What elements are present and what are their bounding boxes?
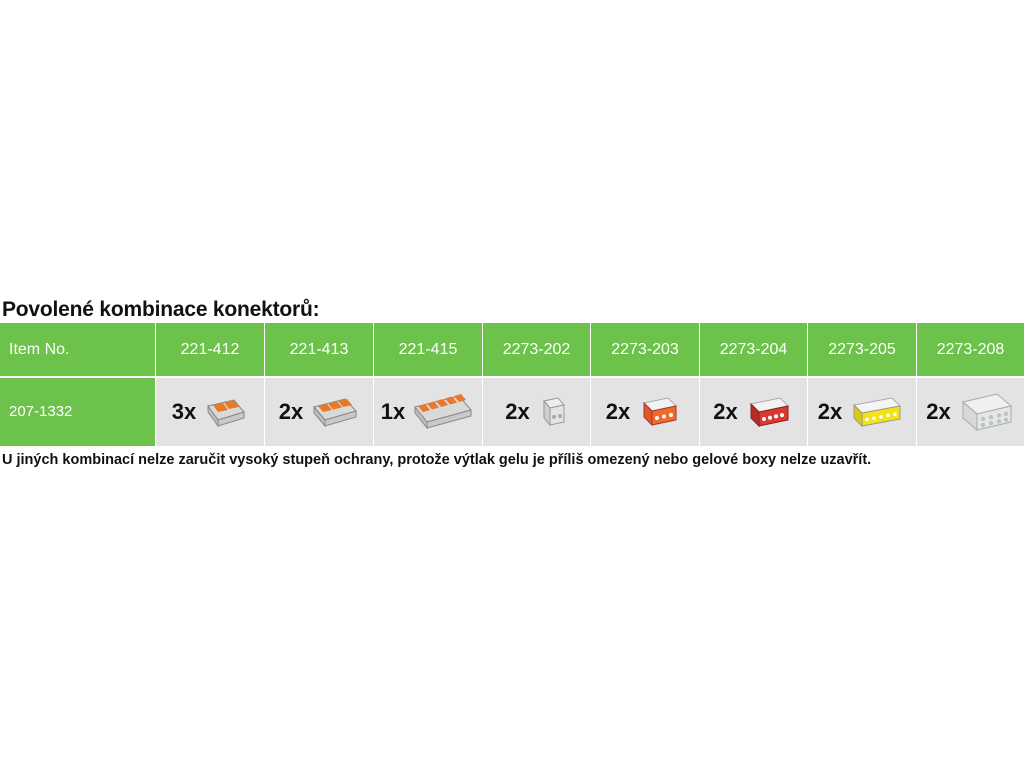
cell-221-415: 1x xyxy=(374,378,483,446)
compatibility-note: U jiných kombinací nelze zaručit vysoký … xyxy=(2,452,872,468)
table-row: 207-1332 3x 2x xyxy=(0,378,1024,446)
wago-2273-203-connector-icon xyxy=(643,397,678,427)
header-col-221-412: 221-412 xyxy=(156,323,265,376)
header-col-2273-208: 2273-208 xyxy=(917,323,1024,376)
header-col-2273-203: 2273-203 xyxy=(591,323,700,376)
header-col-221-415: 221-415 xyxy=(374,323,483,376)
cell-221-412: 3x xyxy=(156,378,265,446)
header-col-2273-205: 2273-205 xyxy=(808,323,917,376)
cell-2273-202: 2x xyxy=(483,378,591,446)
wago-2273-208-connector-icon xyxy=(961,393,1012,432)
header-col-2273-202: 2273-202 xyxy=(483,323,591,376)
wago-221-415-connector-icon xyxy=(414,394,473,430)
quantity-label: 2x xyxy=(713,399,738,424)
header-col-221-413: 221-413 xyxy=(265,323,374,376)
page-title: Povolené kombinace konektorů: xyxy=(2,298,320,321)
quantity-label: 2x xyxy=(505,399,530,424)
cell-2273-204: 2x xyxy=(700,378,808,446)
compatibility-table: Item No. 221-412 221-413 221-415 2273-20… xyxy=(0,323,1024,446)
header-col-2273-204: 2273-204 xyxy=(700,323,808,376)
wago-221-413-connector-icon xyxy=(313,398,358,428)
item-number: 207-1332 xyxy=(0,378,156,446)
cell-221-413: 2x xyxy=(265,378,374,446)
quantity-label: 2x xyxy=(605,399,631,424)
header-item-no: Item No. xyxy=(0,323,156,376)
quantity-label: 2x xyxy=(278,399,304,424)
wago-2273-205-connector-icon xyxy=(853,397,902,428)
wago-2273-204-connector-icon xyxy=(749,397,789,428)
cell-2273-203: 2x xyxy=(591,378,700,446)
cell-2273-205: 2x xyxy=(808,378,917,446)
quantity-label: 2x xyxy=(926,399,951,424)
quantity-label: 3x xyxy=(171,399,197,424)
wago-221-412-connector-icon xyxy=(207,399,246,428)
table-header-row: Item No. 221-412 221-413 221-415 2273-20… xyxy=(0,323,1024,376)
quantity-label: 2x xyxy=(817,399,843,424)
cell-2273-208: 2x xyxy=(917,378,1024,446)
wago-2273-202-connector-icon xyxy=(542,397,565,427)
quantity-label: 1x xyxy=(380,399,406,424)
